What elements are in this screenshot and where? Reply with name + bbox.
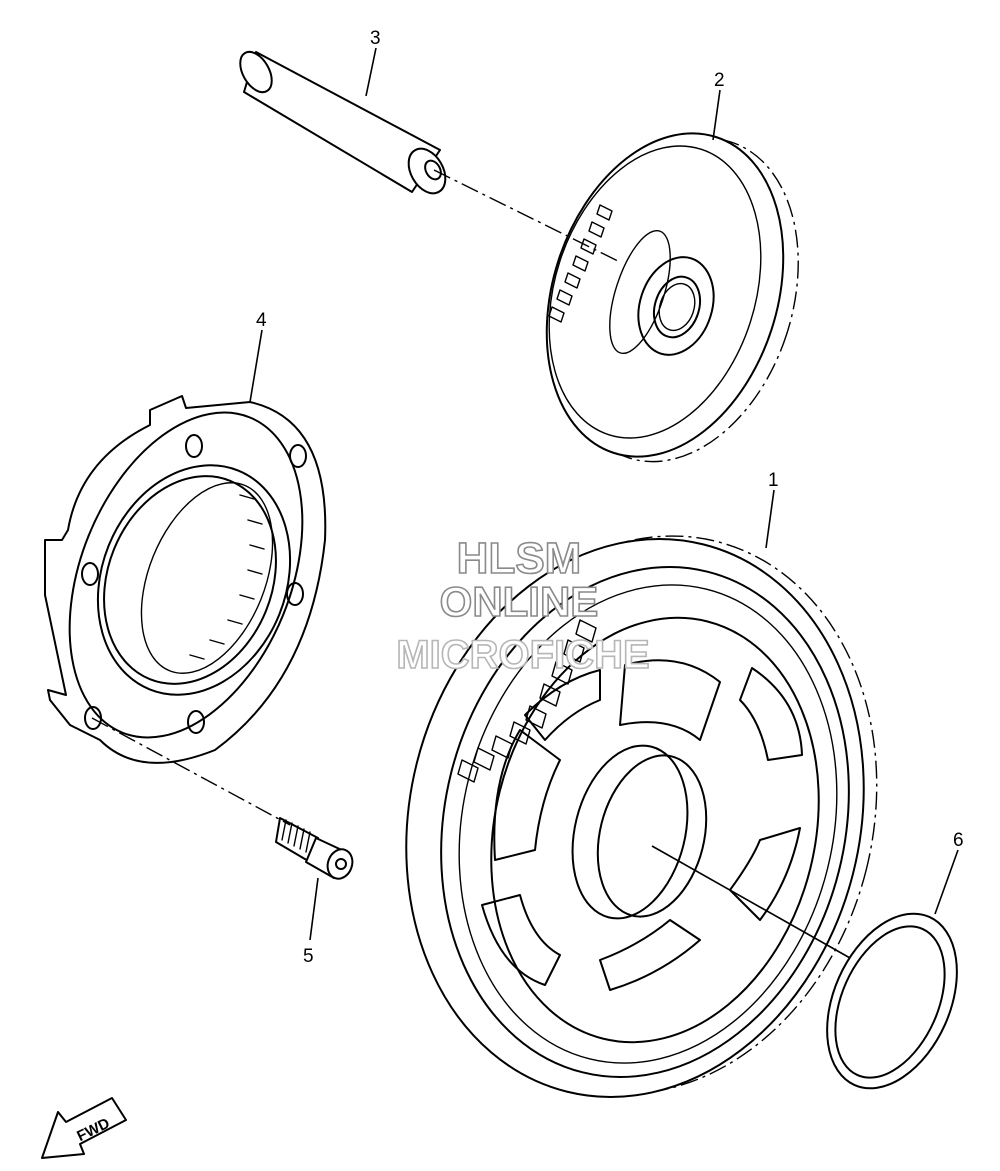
part-5-bolt[interactable] bbox=[275, 817, 356, 882]
part-1-gear-teeth bbox=[457, 619, 597, 783]
callout-part-6: 6 bbox=[953, 830, 964, 851]
part-4-rollers bbox=[189, 494, 265, 660]
watermark: HLSM ONLINE MICROFICHE bbox=[396, 533, 651, 678]
callout-part-2: 2 bbox=[714, 70, 725, 91]
part-2-idler-gear[interactable] bbox=[507, 103, 838, 493]
callout-leader-lines bbox=[249, 47, 959, 941]
part-6-washer[interactable] bbox=[802, 893, 983, 1108]
watermark-line-2: ONLINE bbox=[440, 578, 599, 625]
part-2-gear-teeth bbox=[548, 204, 613, 323]
part-4-one-way-clutch[interactable] bbox=[25, 378, 347, 772]
part-1-spoke-windows bbox=[481, 659, 803, 991]
callout-part-5: 5 bbox=[303, 946, 314, 967]
assembly-center-lines bbox=[91, 169, 851, 959]
callout-part-4: 4 bbox=[256, 310, 267, 331]
callout-part-1: 1 bbox=[768, 470, 779, 491]
watermark-line-3: MICROFICHE bbox=[396, 633, 649, 677]
part-4-bolt-holes bbox=[81, 434, 307, 734]
fwd-direction-arrow: FWD bbox=[41, 1097, 127, 1159]
callout-part-3: 3 bbox=[370, 28, 381, 49]
part-1-starter-wheel-gear[interactable] bbox=[348, 487, 934, 1146]
watermark-line-1: HLSM bbox=[457, 534, 582, 583]
part-3-shaft[interactable] bbox=[234, 46, 453, 199]
